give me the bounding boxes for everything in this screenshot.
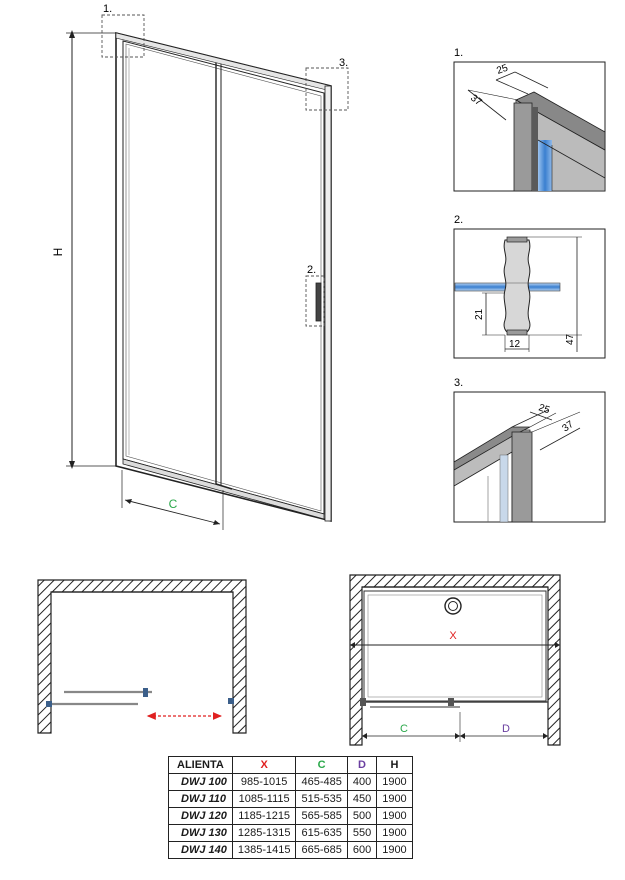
table-cell-d: 450 xyxy=(346,790,378,808)
column-header-d: D xyxy=(346,756,378,774)
table-cell-model: DWJ 110 xyxy=(168,790,233,808)
table-cell-d: 600 xyxy=(346,841,378,859)
detail-1: 1. 25 37 xyxy=(453,47,606,192)
table-header-row: ALIENTA X C D H xyxy=(168,756,413,774)
column-header-h: H xyxy=(376,756,413,774)
table-cell-model: DWJ 100 xyxy=(168,773,233,791)
table-row: DWJ 100 985-1015 465-485 400 1900 xyxy=(168,773,413,791)
table-row: DWJ 130 1285-1315 615-635 550 1900 xyxy=(168,824,413,842)
table-cell-d: 400 xyxy=(346,773,378,791)
x-dimension-label: X xyxy=(449,630,457,642)
table-row: DWJ 120 1185-1215 565-585 500 1900 xyxy=(168,807,413,825)
detail-3: 3. 25 37 xyxy=(453,377,606,523)
table-cell-h: 1900 xyxy=(376,841,413,859)
detail-2-dim-c: 47 xyxy=(565,333,576,345)
plan-view-dimensions: X C D xyxy=(349,574,561,746)
column-header-c: C xyxy=(295,756,348,774)
plan-d-dimension-label: D xyxy=(502,723,510,735)
height-dimension-label: H xyxy=(51,248,65,257)
table-row: DWJ 140 1385-1415 665-685 600 1900 xyxy=(168,841,413,859)
table-cell-model: DWJ 120 xyxy=(168,807,233,825)
plan-c-dimension-label: C xyxy=(400,723,408,735)
table-cell-x: 1085-1115 xyxy=(231,790,297,808)
c-dimension-label: C xyxy=(169,497,178,511)
table-cell-x: 1285-1315 xyxy=(231,824,297,842)
table-cell-model: DWJ 140 xyxy=(168,841,233,859)
table-cell-h: 1900 xyxy=(376,807,413,825)
table-cell-c: 465-485 xyxy=(295,773,348,791)
callout-1-label: 1. xyxy=(103,3,112,15)
callout-box-1 xyxy=(101,14,145,58)
table-row: DWJ 110 1085-1115 515-535 450 1900 xyxy=(168,790,413,808)
door-handle xyxy=(315,282,322,322)
table-cell-h: 1900 xyxy=(376,773,413,791)
table-cell-c: 565-585 xyxy=(295,807,348,825)
table-cell-c: 615-635 xyxy=(295,824,348,842)
drain-icon xyxy=(444,597,462,615)
table-cell-d: 550 xyxy=(346,824,378,842)
plan-view-top xyxy=(37,579,247,734)
dimensions-table: ALIENTA X C D H DWJ 100 985-1015 465-485… xyxy=(168,756,413,859)
callout-3-label: 3. xyxy=(339,57,348,69)
detail-1-dim-a: 25 xyxy=(495,63,510,77)
table-cell-d: 500 xyxy=(346,807,378,825)
detail-2-dim-a: 21 xyxy=(474,308,485,320)
detail-3-label: 3. xyxy=(454,377,463,389)
detail-1-label: 1. xyxy=(454,47,463,59)
table-cell-c: 515-535 xyxy=(295,790,348,808)
detail-3-dim-a: 25 xyxy=(537,402,551,416)
detail-2-label: 2. xyxy=(454,214,463,226)
table-cell-c: 665-685 xyxy=(295,841,348,859)
table-cell-x: 1385-1415 xyxy=(231,841,297,859)
callout-box-3 xyxy=(305,67,349,111)
table-cell-x: 1185-1215 xyxy=(231,807,297,825)
column-header-model: ALIENTA xyxy=(168,756,233,774)
callout-box-2 xyxy=(305,275,325,327)
table-cell-x: 985-1015 xyxy=(231,773,297,791)
table-cell-h: 1900 xyxy=(376,790,413,808)
detail-2: 2. 47 21 12 xyxy=(453,214,606,359)
door-perspective-view: H 1. 3. 2. C xyxy=(51,3,349,530)
detail-2-dim-b: 12 xyxy=(509,339,521,350)
callout-2-label: 2. xyxy=(307,264,316,276)
column-header-x: X xyxy=(231,756,297,774)
table-cell-h: 1900 xyxy=(376,824,413,842)
table-cell-model: DWJ 130 xyxy=(168,824,233,842)
